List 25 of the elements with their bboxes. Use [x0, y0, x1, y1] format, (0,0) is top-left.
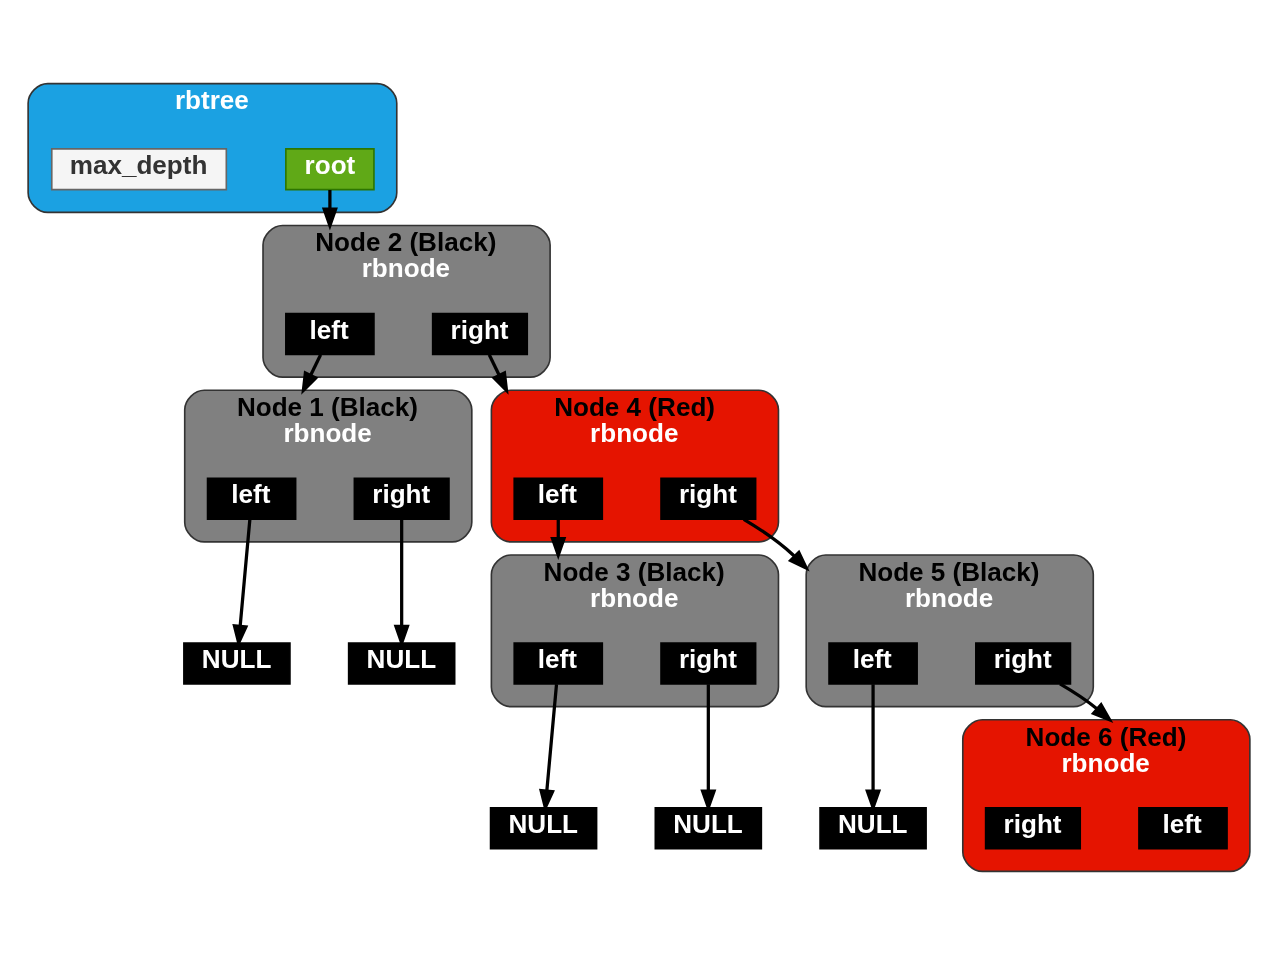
arrow: [1059, 682, 1114, 723]
arrow: [321, 189, 338, 230]
node-box: left: [206, 477, 297, 520]
node-box: NULL: [489, 806, 598, 849]
node-box: left: [828, 641, 918, 685]
arrow: [487, 353, 509, 395]
node-box: right: [975, 641, 1072, 685]
node-box: right: [660, 641, 757, 685]
node-box: root: [285, 147, 375, 190]
node-box: right: [431, 312, 529, 355]
arrow: [550, 519, 567, 560]
node-box: NULL: [654, 806, 763, 849]
node-box: max_depth: [50, 147, 228, 190]
node-box: left: [1138, 806, 1228, 849]
node-box: NULL: [819, 806, 927, 849]
arrow: [301, 353, 323, 395]
node-box: left: [513, 477, 604, 520]
arrow: [742, 517, 810, 572]
node-box: NULL: [183, 641, 291, 685]
node-box: left: [285, 312, 375, 355]
node-box: right: [353, 477, 450, 520]
node-box: right: [984, 806, 1082, 849]
node-box: right: [660, 477, 757, 520]
node-box: NULL: [347, 641, 456, 685]
node-box: left: [513, 641, 604, 685]
